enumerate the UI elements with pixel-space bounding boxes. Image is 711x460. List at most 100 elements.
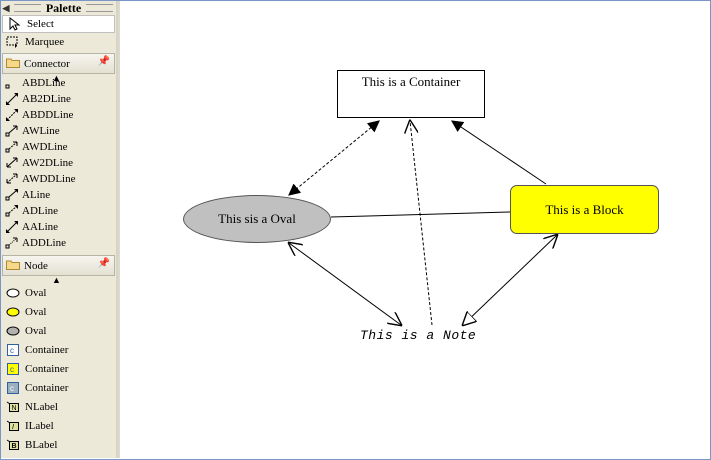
svg-text:c: c [10,384,14,393]
connector-item-label: ABDLine [22,77,66,89]
select-tool-label: Select [27,18,54,30]
edge-block-container[interactable] [451,120,547,185]
block-node[interactable]: This is a Block [510,185,659,234]
container-node[interactable]: This is a Container [337,70,485,118]
connector-item[interactable]: ADLine [1,203,116,219]
svg-text:c: c [10,346,14,355]
connector-item-label: AW2DLine [22,157,74,169]
collapse-arrow-icon[interactable]: ◀ [2,2,10,13]
dashed-double-arrow-line-icon [6,109,18,121]
node-item[interactable]: Oval [1,302,116,321]
select-tool[interactable]: Select [2,15,115,33]
pin-icon[interactable]: 📌 [97,56,110,67]
svg-text:B: B [12,443,17,450]
connector-item[interactable]: AALine [1,219,116,235]
connector-item[interactable]: ABDLine [1,75,116,91]
node-item-label: Container [25,343,69,356]
edge-oval-block[interactable] [330,211,511,218]
node-item-label: Oval [25,324,47,337]
oval-node[interactable]: This sis a Oval [183,195,331,243]
node-item[interactable]: c Container [1,359,116,378]
arrow-line-icon [5,189,18,201]
palette-header[interactable]: ◀ Palette [1,1,116,15]
node-drawer[interactable]: Node 📌 [2,255,115,276]
node-item[interactable]: Oval [1,283,116,302]
node-item[interactable]: c Container [1,378,116,397]
connector-item[interactable]: ADDLine [1,235,116,251]
node-item[interactable]: N NLabel [1,397,116,416]
connector-item[interactable]: AWLine [1,123,116,139]
dashed-arrow-line-icon [5,205,18,217]
node-item[interactable]: B BLabel [1,435,116,454]
svg-text:I: I [12,424,14,431]
palette-splitter[interactable] [118,1,120,458]
open-double-arrow-line-icon [6,157,18,168]
container-gray-icon: c [6,381,20,394]
node-item-label: Container [25,362,69,375]
connector-item[interactable]: AWDLine [1,139,116,155]
oval-node-label: This sis a Oval [218,211,296,226]
connector-drawer[interactable]: Connector 📌 [2,53,115,74]
node-item-label: Oval [25,305,47,318]
palette-title: Palette [45,0,82,15]
ilabel-icon: I [6,420,20,432]
container-yellow-icon: c [6,362,20,375]
node-item[interactable]: I ILabel [1,416,116,435]
container-white-icon: c [6,343,20,356]
folder-icon [6,57,22,71]
grip-icon [86,4,113,12]
open-arrow-line-icon [5,125,18,137]
note-node[interactable]: This is a Note [360,328,477,343]
folder-icon [6,259,22,273]
dashed-two-arrow-line-icon [5,237,18,249]
connector-item-label: AALine [22,221,59,233]
connector-item-label: AWDLine [22,141,68,153]
node-item-label: Oval [25,286,47,299]
arrow-cursor-icon [7,17,23,31]
svg-text:c: c [10,365,14,374]
connector-item-label: AWDDLine [22,173,76,185]
scroll-up-arrow-icon[interactable]: ▲ [52,73,61,83]
node-item-label: NLabel [25,400,58,413]
edge-note-container[interactable] [410,121,433,326]
scroll-up-arrow-icon[interactable]: ▲ [52,275,61,285]
oval-yellow-icon [6,306,20,318]
edge-container-oval[interactable] [288,120,380,196]
connector-item-label: ADDLine [22,237,66,249]
marquee-tool[interactable]: Marquee [1,33,116,51]
svg-text:N: N [12,405,17,412]
grip-icon [14,4,41,12]
marquee-icon [5,35,21,49]
node-item[interactable]: c Container [1,340,116,359]
connector-item[interactable]: ABDDLine [1,107,116,123]
node-item[interactable]: Oval [1,321,116,340]
connector-item[interactable]: AWDDLine [1,171,116,187]
line-icon [5,84,10,89]
nlabel-icon: N [6,401,20,413]
edge-oval-note[interactable] [289,243,401,325]
node-item-label: Container [25,381,69,394]
open-arrow-dashed-line-icon [5,141,18,153]
connector-item-label: ALine [22,189,51,201]
connector-item-label: AWLine [22,125,60,137]
connector-item[interactable]: AW2DLine [1,155,116,171]
connector-drawer-label: Connector [24,57,70,70]
edge-note-block[interactable] [463,235,557,325]
marquee-tool-label: Marquee [25,36,65,48]
block-node-label: This is a Block [545,201,624,217]
double-arrow-line-icon [6,93,18,105]
two-arrow-line-icon [6,221,18,233]
node-item-label: ILabel [25,419,54,432]
open-double-arrow-dashed-line-icon [6,173,18,184]
node-drawer-label: Node [24,259,48,272]
palette: ◀ Palette Select Marquee Connector 📌 ▲ A… [1,1,118,458]
connector-item[interactable]: AB2DLine [1,91,116,107]
blabel-icon: B [6,439,20,451]
pin-icon[interactable]: 📌 [97,258,110,269]
oval-gray-icon [6,325,20,337]
connector-item-label: AB2DLine [22,93,71,105]
connector-item[interactable]: ALine [1,187,116,203]
node-item-label: BLabel [25,438,58,451]
connector-item-label: ADLine [22,205,59,217]
